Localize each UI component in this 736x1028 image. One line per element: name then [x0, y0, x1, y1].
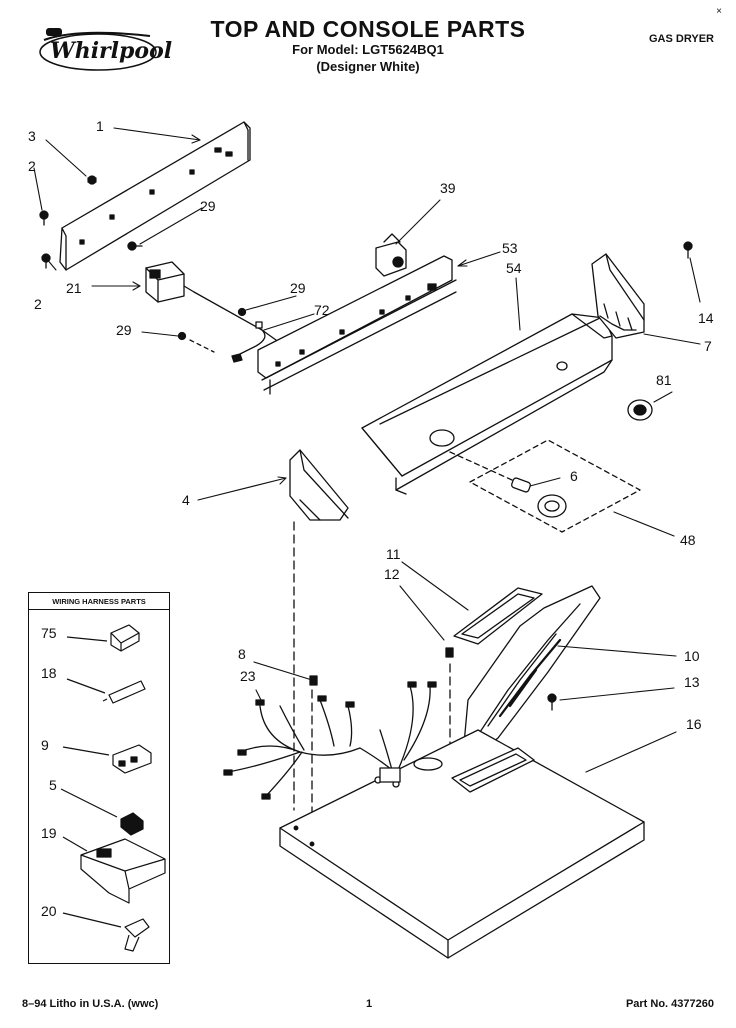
brand-name: Whirlpool [50, 38, 173, 64]
whirlpool-logo: Whirlpool [38, 26, 173, 74]
wiring-harness-title: WIRING HARNESS PARTS [52, 597, 146, 606]
callout-3: 3 [28, 128, 36, 144]
callout-11: 11 [386, 546, 401, 562]
callout-29-middle: 29 [290, 280, 306, 296]
product-type: GAS DRYER [649, 33, 714, 45]
callout-81: 81 [656, 372, 672, 388]
callout-2-upper: 2 [28, 158, 36, 174]
wiring-harness-divider [29, 609, 169, 610]
callout-72: 72 [314, 302, 330, 318]
callout-8: 8 [238, 646, 246, 662]
rear-console-panel [59, 121, 251, 271]
control-panel-54 [361, 313, 613, 495]
model-line: For Model: LGT5624BQ1 [292, 42, 444, 57]
logo-swoosh-icon [39, 28, 157, 71]
harness-callout-19: 19 [41, 825, 57, 841]
wiring-harness-parts-box: WIRING HARNESS PARTS [28, 592, 170, 964]
dryer-top-16 [279, 729, 645, 959]
callout-1: 1 [96, 118, 104, 134]
callout-12: 12 [384, 566, 400, 582]
wiring-harness-23 [223, 681, 437, 800]
end-cap-4 [289, 449, 349, 521]
timer-39 [375, 233, 407, 277]
console-front-10 [463, 585, 601, 753]
color-line: (Designer White) [316, 59, 420, 74]
screws-left [39, 175, 143, 269]
callout-21: 21 [66, 280, 82, 296]
leader-lines [33, 127, 701, 773]
switch-part-21 [145, 261, 195, 303]
callout-16: 16 [686, 716, 702, 732]
callout-29-lower: 29 [116, 322, 132, 338]
callout-14: 14 [698, 310, 714, 326]
callout-2-lower: 2 [34, 296, 42, 312]
harness-callout-9: 9 [41, 737, 49, 753]
footer-part-number: Part No. 4377260 [625, 998, 714, 1010]
callout-10: 10 [684, 648, 700, 664]
footer-page-number: 1 [366, 998, 373, 1010]
knob-area-outline [469, 439, 641, 533]
callout-48: 48 [680, 532, 696, 548]
harness-callout-18: 18 [41, 665, 57, 681]
switch-wire [193, 291, 266, 355]
callout-54: 54 [506, 260, 522, 276]
console-bracket-53 [257, 255, 457, 395]
corner-mark: × [716, 6, 722, 17]
harness-callout-75: 75 [41, 625, 57, 641]
callout-29-upper: 29 [200, 198, 216, 214]
wiring-harness-drawings [60, 624, 166, 952]
callout-4: 4 [182, 492, 190, 508]
harness-callout-20: 20 [41, 903, 57, 919]
callout-53: 53 [502, 240, 518, 256]
callout-23: 23 [240, 668, 256, 684]
callout-39: 39 [440, 180, 456, 196]
harness-callout-5: 5 [49, 777, 57, 793]
page-title: TOP AND CONSOLE PARTS [210, 16, 526, 42]
callout-6: 6 [570, 468, 578, 484]
callout-13: 13 [684, 674, 700, 690]
end-cap-7 [591, 253, 645, 339]
callout-7: 7 [704, 338, 712, 354]
footer-litho: 8–94 Litho in U.S.A. (wwc) [22, 998, 159, 1010]
